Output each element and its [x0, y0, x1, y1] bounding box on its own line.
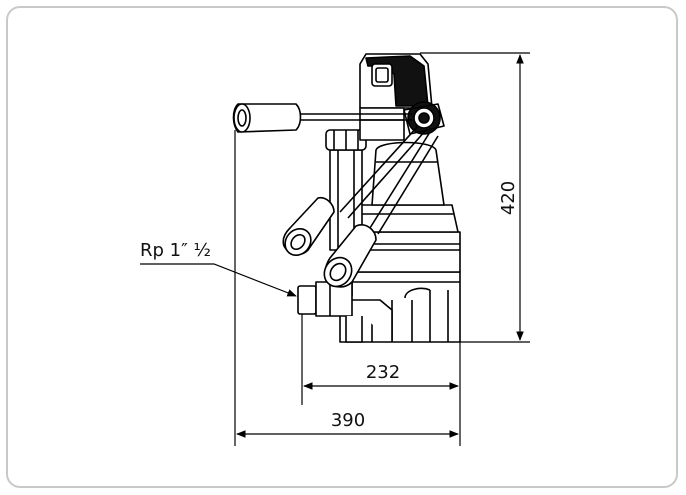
switch-head — [359, 53, 433, 141]
total-width-dimension-label: 390 — [331, 410, 365, 431]
connection-size-label: Rp 1″ ½ — [140, 240, 211, 261]
float-arm-diagonal-2 — [323, 131, 439, 288]
connection-leader-line — [140, 263, 297, 297]
pump-base — [339, 271, 461, 343]
outlet-connection — [297, 281, 363, 343]
base-width-dimension-label: 232 — [366, 362, 400, 383]
dimension-lines — [140, 52, 530, 446]
pump-illustration — [232, 53, 461, 343]
motor-housing — [351, 141, 461, 273]
float-arm-diagonal-1 — [282, 125, 427, 257]
float-arm-horizontal — [232, 103, 412, 133]
height-dimension-label: 420 — [498, 181, 519, 215]
float-pivot — [403, 101, 445, 135]
